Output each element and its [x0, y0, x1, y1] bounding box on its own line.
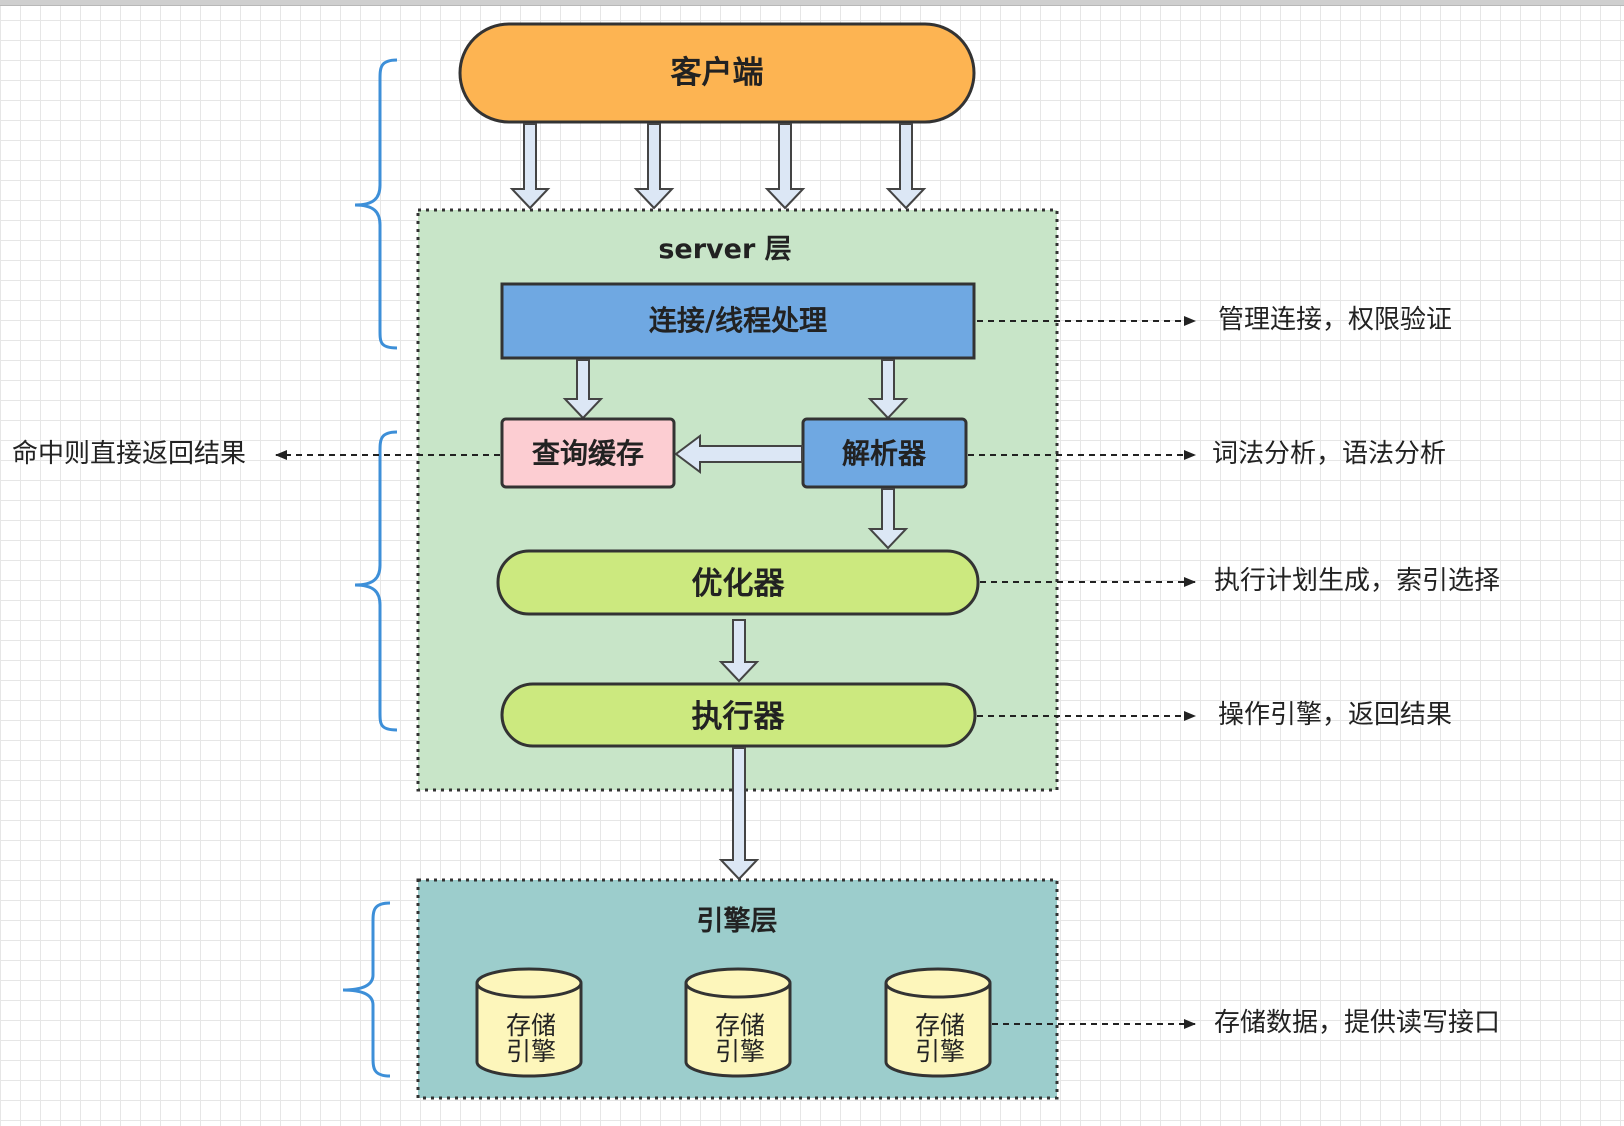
annotation-cache: 命中则直接返回结果	[12, 439, 246, 469]
annotation-storage: 存储数据，提供读写接口	[1214, 1008, 1500, 1038]
brace-server	[354, 430, 398, 732]
storage-engine-1-line1: 存储	[506, 1011, 556, 1040]
storage-engine-2[interactable]: 存储 引擎	[684, 967, 792, 1078]
arrow-client-server-3	[764, 123, 806, 210]
arrow-client-server-2	[633, 123, 675, 210]
server-layer-title: server 层	[658, 234, 791, 265]
arrow-connection-cache	[562, 359, 604, 420]
client-label: 客户端	[671, 55, 764, 91]
client-node[interactable]	[458, 22, 976, 124]
storage-engine-2-line1: 存储	[715, 1011, 765, 1040]
annotation-connection: 管理连接，权限验证	[1218, 305, 1452, 335]
storage-engine-3-line2: 引擎	[915, 1037, 965, 1066]
executor-node[interactable]	[500, 682, 977, 748]
query-cache-label: 查询缓存	[532, 437, 644, 470]
brace-engine	[342, 901, 391, 1078]
engine-layer-title: 引擎层	[697, 905, 778, 937]
arrow-executor-engine	[718, 747, 760, 881]
annotation-executor: 操作引擎，返回结果	[1218, 700, 1452, 730]
parser-label: 解析器	[842, 437, 927, 470]
arrow-client-server-4	[885, 123, 927, 210]
top-toolbar-strip	[0, 0, 1624, 6]
storage-engine-2-line2: 引擎	[715, 1037, 765, 1066]
arrow-client-server-1	[509, 123, 551, 210]
connection-node[interactable]	[500, 282, 976, 360]
arrow-parser-optimizer	[867, 488, 909, 550]
storage-engine-3[interactable]: 存储 引擎	[884, 967, 992, 1078]
connection-label: 连接/线程处理	[649, 304, 827, 337]
optimizer-node[interactable]	[496, 549, 980, 616]
storage-engine-1-line2: 引擎	[506, 1037, 556, 1066]
storage-engine-3-line1: 存储	[915, 1011, 965, 1040]
query-cache-node[interactable]	[500, 417, 676, 489]
executor-label: 执行器	[692, 699, 786, 735]
arrow-optimizer-executor	[718, 619, 760, 683]
annotation-parser: 词法分析，语法分析	[1212, 439, 1446, 469]
optimizer-label: 优化器	[692, 566, 786, 602]
storage-engine-1[interactable]: 存储 引擎	[475, 967, 583, 1078]
brace-client-server	[354, 58, 398, 350]
arrow-connection-parser	[867, 359, 909, 420]
annotation-optimizer: 执行计划生成，索引选择	[1214, 566, 1500, 596]
arrow-parser-cache	[674, 434, 803, 474]
